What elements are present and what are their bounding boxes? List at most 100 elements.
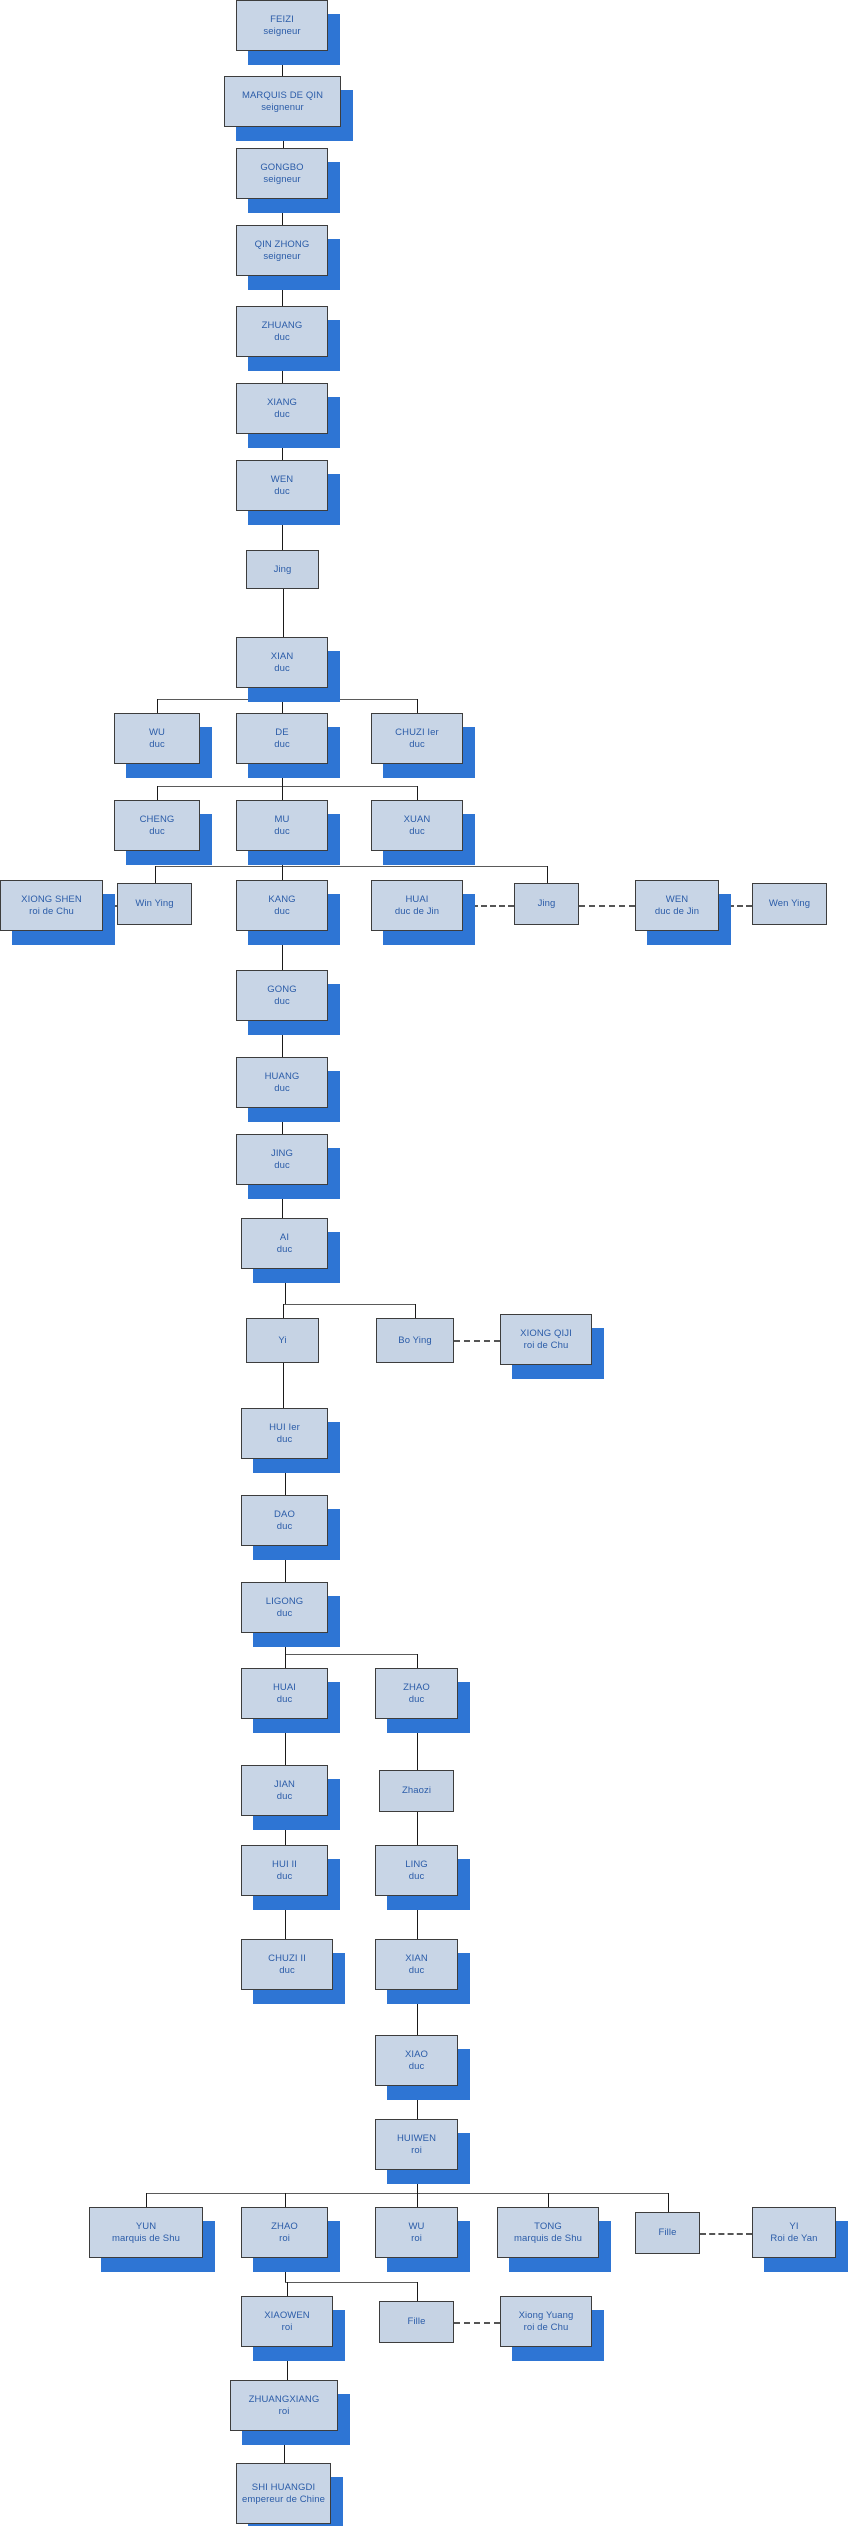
- node-jing1[interactable]: Jing: [246, 550, 319, 589]
- node-name: Xiong Yuang: [518, 2310, 574, 2321]
- node-boying[interactable]: Bo Ying: [376, 1318, 454, 1363]
- node-yi1[interactable]: Yi: [246, 1318, 319, 1363]
- node-name: FEIZI: [270, 14, 294, 25]
- node-name: ZHUANGXIANG: [248, 2394, 320, 2405]
- node-name: Fille: [658, 2227, 677, 2239]
- node-zhaozi[interactable]: Zhaozi: [379, 1770, 454, 1812]
- marriage-link: [579, 905, 635, 907]
- node-name: LING: [405, 1859, 428, 1870]
- node-title: roi: [278, 2405, 290, 2417]
- node-title: Roi de Yan: [770, 2232, 818, 2244]
- edge-vertical: [282, 866, 283, 880]
- node-title: marquis de Shu: [112, 2232, 180, 2244]
- node-title: duc: [274, 1159, 290, 1171]
- node-wenying[interactable]: Wen Ying: [752, 883, 827, 925]
- edge-vertical: [548, 2193, 549, 2207]
- node-title: roi: [281, 2321, 293, 2333]
- edge-vertical: [282, 276, 283, 306]
- edge-vertical: [283, 589, 284, 637]
- node-title: duc: [149, 825, 165, 837]
- edge-vertical: [157, 699, 158, 713]
- marriage-link: [719, 905, 752, 907]
- node-title: duc: [408, 1870, 425, 1882]
- edge-vertical: [282, 511, 283, 550]
- node-name: MARQUIS DE QIN: [241, 90, 324, 101]
- node-jing2[interactable]: Jing: [514, 883, 579, 925]
- node-title: duc: [408, 1964, 425, 1976]
- node-title: duc: [274, 905, 290, 917]
- node-winying[interactable]: Win Ying: [117, 883, 192, 925]
- edge-vertical: [146, 2193, 147, 2207]
- node-name: ZHAO: [403, 1682, 430, 1693]
- edge-vertical: [285, 1654, 286, 1668]
- node-name: DE: [275, 727, 289, 738]
- node-name: YUN: [135, 2221, 157, 2232]
- node-fille2[interactable]: Fille: [379, 2301, 454, 2343]
- node-title: seigneur: [263, 250, 301, 262]
- node-name: HUIWEN: [396, 2133, 437, 2144]
- edge-vertical: [285, 1816, 286, 1845]
- node-fille1[interactable]: Fille: [635, 2212, 700, 2254]
- node-name: KANG: [268, 894, 296, 905]
- node-name: WU: [408, 2221, 425, 2232]
- node-name: HUI Ier: [269, 1422, 300, 1433]
- node-title: seigneur: [263, 173, 301, 185]
- node-name: XIAO: [404, 2049, 429, 2060]
- edge-vertical: [417, 1990, 418, 2035]
- edge-vertical: [285, 1719, 286, 1765]
- node-name: CHUZI II: [268, 1953, 306, 1964]
- edge-horizontal: [155, 866, 547, 867]
- node-title: duc: [274, 738, 290, 750]
- node-title: roi: [279, 2232, 290, 2244]
- edge-vertical: [417, 1654, 418, 1668]
- edge-vertical: [285, 1459, 286, 1495]
- edge-vertical: [417, 699, 418, 713]
- node-title: duc: [274, 662, 290, 674]
- node-title: duc: [408, 1693, 425, 1705]
